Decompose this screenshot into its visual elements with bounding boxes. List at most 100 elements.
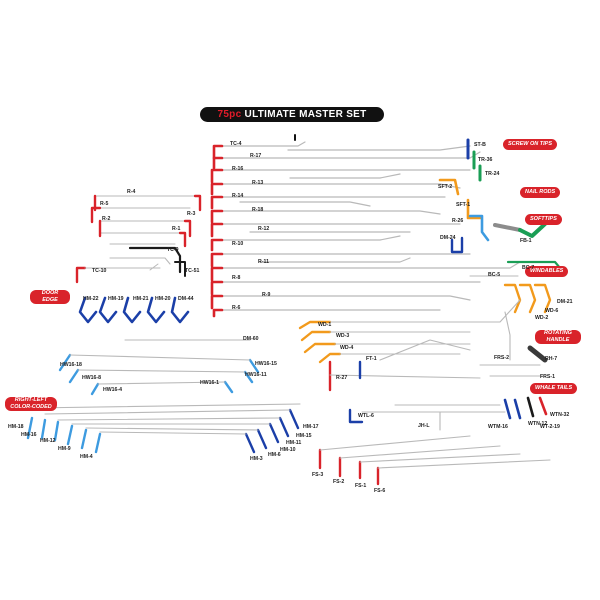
label-hm-19: HM-19 xyxy=(108,296,124,302)
label-dm-60: DM-60 xyxy=(243,336,259,342)
label-r-6: R-6 xyxy=(232,305,241,311)
label-r-13: R-13 xyxy=(252,180,264,186)
label-hm-21: HM-21 xyxy=(133,296,149,302)
set-count: 75pc xyxy=(217,109,242,120)
label-hm-22: HM-22 xyxy=(83,296,99,302)
label-r-16: R-16 xyxy=(232,166,244,172)
label-r-14: R-14 xyxy=(232,193,244,199)
r27-rod xyxy=(329,374,481,379)
label-wd-4: WD-4 xyxy=(340,345,354,351)
windables xyxy=(298,283,552,364)
label-wtl-6: WTL-6 xyxy=(358,413,374,419)
label-hm-16: HM-16 xyxy=(21,432,37,438)
label-sft-2: SFT-2 xyxy=(438,184,453,190)
badge-right-left-color-coded: RIGHT-LEFT COLOR-CODED xyxy=(5,397,57,411)
label-hm-15: HM-15 xyxy=(296,433,312,439)
label-r-11: R-11 xyxy=(258,259,269,265)
label-r-12: R-12 xyxy=(258,226,270,232)
label-dm-24: DM-24 xyxy=(440,235,456,241)
label-r-4: R-4 xyxy=(127,189,136,195)
label-hm-11: HM-11 xyxy=(286,440,302,446)
label-r-18: R-18 xyxy=(252,207,264,213)
label-bc-5: BC-5 xyxy=(488,272,501,278)
label-r-2: R-2 xyxy=(102,216,111,222)
hm-tools-blue xyxy=(244,408,300,454)
door-edge-tools xyxy=(78,296,190,324)
label-fb-1: FB-1 xyxy=(520,238,532,244)
label-wd-2: WD-2 xyxy=(535,315,549,321)
label-r-5: R-5 xyxy=(100,201,109,207)
rotating-handle-icon xyxy=(527,345,548,363)
label-r-3: R-3 xyxy=(187,211,196,217)
label-sft-1: SFT-1 xyxy=(456,202,471,208)
label-hm-12: HM-12 xyxy=(40,438,56,444)
label-bc-7: BC-7 xyxy=(522,265,535,271)
label-hw16-15: HW16-15 xyxy=(255,361,277,367)
badge-nail-rods: NAIL RODS xyxy=(520,187,561,198)
label-wtm-16: WTM-16 xyxy=(488,424,508,430)
label-hm-9: HM-9 xyxy=(58,446,71,452)
set-title-banner: 75pc ULTIMATE MASTER SET xyxy=(200,107,384,122)
label-hm-18: HM-18 xyxy=(8,424,24,430)
hw16-rods xyxy=(69,354,251,385)
windables-rods xyxy=(329,299,521,361)
label-wtn-12: WTN-12 xyxy=(528,421,548,427)
label-ft-1: FT-1 xyxy=(366,356,377,362)
fs-tools xyxy=(318,435,551,486)
label-tc-4: TC-4 xyxy=(230,141,242,147)
label-r-17: R-17 xyxy=(250,153,262,159)
rod-group-r-small xyxy=(94,195,196,245)
label-hm-6: HM-6 xyxy=(268,452,281,458)
label-r-26: R-26 xyxy=(452,218,464,224)
label-r-8: R-8 xyxy=(232,275,241,281)
label-hw16-18: HW16-18 xyxy=(60,362,82,368)
label-hm-17: HM-17 xyxy=(303,424,319,430)
set-title: ULTIMATE MASTER SET xyxy=(244,109,367,120)
label-wd-6: WD-6 xyxy=(545,308,559,314)
badge-screw-on-tips: SCREW ON TIPS xyxy=(503,139,558,150)
screw-on-tips xyxy=(438,138,562,277)
label-hw16-4: HW16-4 xyxy=(103,387,123,393)
label-r-27: R-27 xyxy=(336,375,348,381)
badge-rotating-handle: ROTATING HANDLE xyxy=(535,330,581,344)
hm-tools xyxy=(26,416,102,454)
label-hm-3: HM-3 xyxy=(250,456,263,462)
label-tc-9: TC-9 xyxy=(167,247,179,253)
badge-whale-tails: WHALE TAILS xyxy=(530,383,578,394)
rod-handles-red xyxy=(210,144,224,318)
label-hm-20: HM-20 xyxy=(155,296,171,302)
label-fs-2: FS-2 xyxy=(333,479,345,485)
label-tc-51: TC-51 xyxy=(185,268,200,274)
whale-tail-tools xyxy=(348,396,548,431)
badge-door-edge-tools: DOOR EDGE TOOLS xyxy=(30,290,70,310)
badge-windables: WINDABLES xyxy=(525,266,569,277)
badge-soft-tips: SOFTTIPS xyxy=(525,214,562,225)
label-hm-4: HM-4 xyxy=(80,454,93,460)
label-dm-44: DM-44 xyxy=(178,296,194,302)
tc-tools xyxy=(84,246,186,277)
label-fs-6: FS-6 xyxy=(374,488,386,494)
label-st-b: ST-B xyxy=(474,142,486,148)
rod-handles-red-small xyxy=(75,194,202,284)
label-wd-3: WD-3 xyxy=(336,333,350,339)
label-rh-7: RH-7 xyxy=(545,356,558,362)
label-tc-10: TC-10 xyxy=(92,268,107,274)
label-jh-l: JH-L xyxy=(418,423,430,429)
label-fs-1: FS-1 xyxy=(355,483,367,489)
label-tr-24: TR-24 xyxy=(485,171,500,177)
label-frs-1: FRS-1 xyxy=(540,374,555,380)
label-hw16-1: HW16-1 xyxy=(200,380,220,386)
label-frs-2: FRS-2 xyxy=(494,355,509,361)
label-r-1: R-1 xyxy=(172,226,181,232)
hw16-tools xyxy=(58,353,260,396)
label-r-9: R-9 xyxy=(262,292,271,298)
label-fs-3: FS-3 xyxy=(312,472,324,478)
label-hw16-11: HW16-11 xyxy=(245,372,267,378)
hm-rods xyxy=(31,403,301,435)
label-wtn-32: WTN-32 xyxy=(550,412,570,418)
label-tr-36: TR-36 xyxy=(478,157,493,163)
label-wd-1: WD-1 xyxy=(318,322,332,328)
label-hw16-8: HW16-8 xyxy=(82,375,102,381)
